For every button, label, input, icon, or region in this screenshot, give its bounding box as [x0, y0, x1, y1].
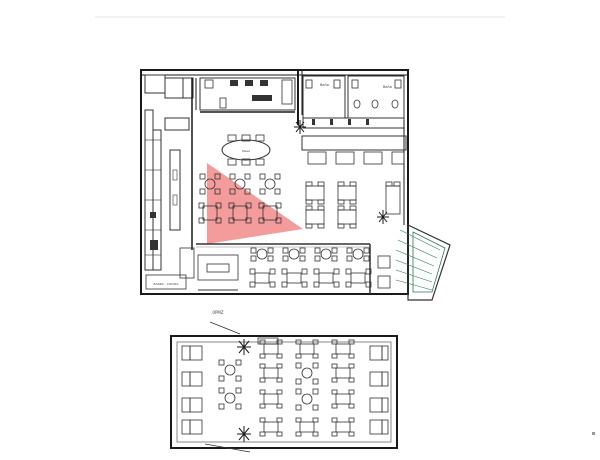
table-cluster-lower: [249, 247, 372, 288]
oval-table-label: Mesa: [242, 149, 250, 153]
bar-counter: [199, 77, 296, 113]
bar-stools: [301, 135, 407, 165]
view-cone-highlight: [207, 163, 303, 244]
ground-floor-plan: BARRA - COCINA Baño Baño: [140, 69, 451, 335]
counter-note: BARRA - COCINA: [154, 282, 180, 286]
terrace-outline: [170, 335, 398, 449]
restroom-block: Baño Baño: [302, 75, 405, 129]
kitchen-zone: BARRA - COCINA: [144, 74, 194, 290]
table-cluster-right: [305, 181, 401, 229]
plant-icon: [237, 339, 251, 442]
table-cluster-left: [198, 173, 282, 224]
terrace-plan: [170, 335, 398, 453]
restroom-a-label: Baño: [320, 83, 329, 87]
floor-label: 0PMZ: [212, 310, 223, 315]
terrace-benches: [181, 337, 389, 435]
terrace-tables: [218, 339, 355, 437]
oval-table-group: Mesa: [221, 134, 271, 166]
page-marker: [592, 432, 595, 435]
staircase: [377, 224, 451, 301]
host-stand: P: [179, 247, 239, 291]
restroom-b-label: Baño: [383, 85, 392, 89]
